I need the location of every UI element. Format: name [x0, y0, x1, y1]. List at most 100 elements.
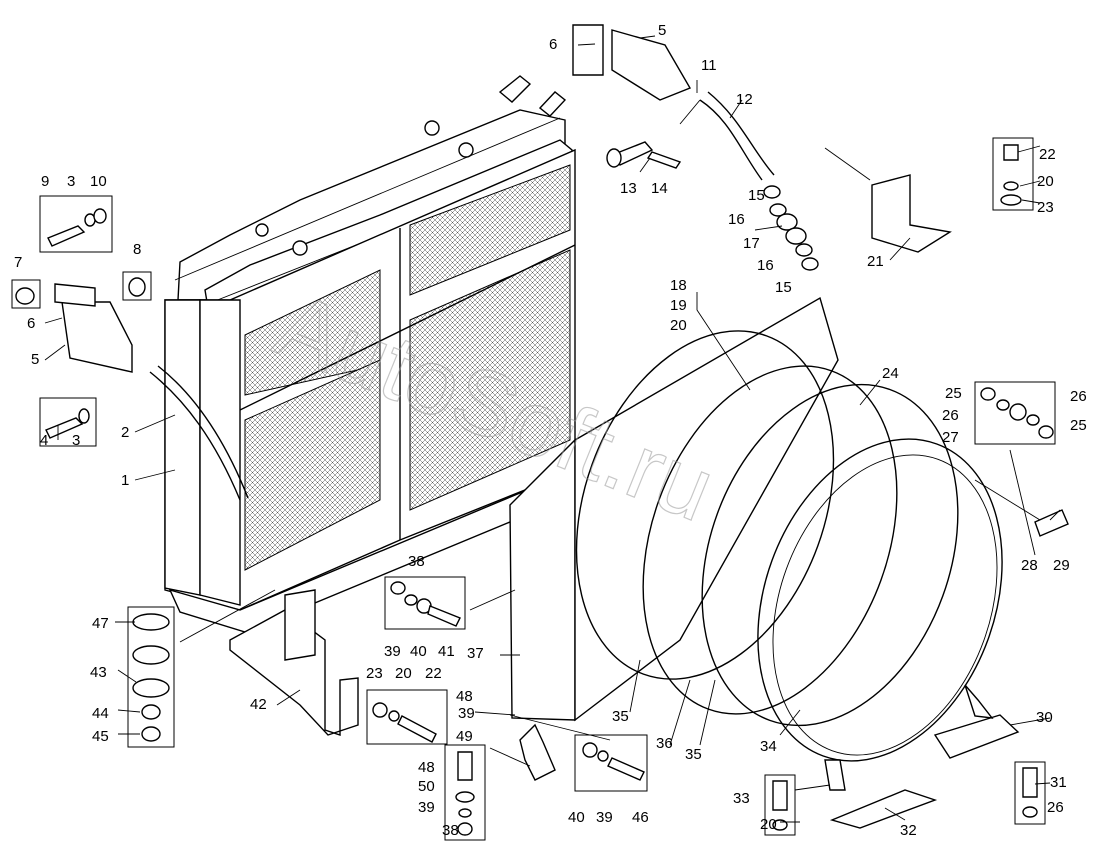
callout-label: 19: [670, 297, 687, 314]
callout-label: 39: [596, 809, 613, 826]
callout-label: 33: [733, 790, 750, 807]
callout-label: 44: [92, 705, 109, 722]
callout-label: 5: [31, 351, 39, 368]
callout-label: 16: [728, 211, 745, 228]
callout-label: 29: [1053, 557, 1070, 574]
callout-label: 4: [40, 432, 48, 449]
radiator-side-column: [199, 299, 241, 606]
radiator-hose: [149, 371, 241, 501]
callout-label: 5: [658, 22, 666, 39]
callout-label: 34: [760, 738, 777, 755]
callout-label: 49: [456, 728, 473, 745]
callout-label: 35: [685, 746, 702, 763]
fastener-box: [39, 195, 113, 253]
callout-label: 2: [121, 424, 129, 441]
callout-label: 6: [27, 315, 35, 332]
callout-label: 12: [736, 91, 753, 108]
callout-label: 39: [384, 643, 401, 660]
mount-plate-left: [54, 283, 96, 307]
callout-label: 10: [90, 173, 107, 190]
callout-label: 41: [438, 643, 455, 660]
callout-label: 38: [408, 553, 425, 570]
callout-label: 3: [72, 432, 80, 449]
callout-label: 20: [670, 317, 687, 334]
callout-label: 8: [133, 241, 141, 258]
support-plate: [933, 714, 1020, 759]
support-plate: [829, 789, 938, 829]
bracket-angle: [871, 174, 952, 253]
callout-label: 42: [250, 696, 267, 713]
radiator-core-upper-right: [409, 164, 571, 296]
radiator-core-lower-left: [244, 359, 381, 571]
callout-label: 20: [395, 665, 412, 682]
callout-label: 15: [775, 279, 792, 296]
callout-label: 22: [1039, 146, 1056, 163]
fastener-box: [992, 137, 1034, 211]
callout-labels: 1 2 3 3 4 5 5 6 6 7 8 9 10 11 12 13 14 1…: [14, 22, 1087, 839]
filler-cap: [424, 120, 440, 136]
support-bracket: [229, 609, 359, 736]
mount-bracket-top: [611, 29, 692, 101]
callout-label: 14: [651, 180, 668, 197]
rubber-pad: [132, 678, 170, 698]
callout-label: 26: [1070, 388, 1087, 405]
callout-label: 48: [456, 688, 473, 705]
callout-label: 43: [90, 664, 107, 681]
fastener-box: [764, 774, 796, 836]
filler-cap: [255, 223, 269, 237]
fastener-box: [39, 397, 97, 447]
callout-label: 13: [620, 180, 637, 197]
fastener-box: [444, 744, 486, 841]
cotter-pin: [646, 151, 682, 169]
callout-label: 37: [467, 645, 484, 662]
callout-label: 7: [14, 254, 22, 271]
callout-label: 23: [366, 665, 383, 682]
callout-label: 28: [1021, 557, 1038, 574]
bracket-small: [519, 723, 556, 781]
callout-label: 22: [425, 665, 442, 682]
pin-head: [606, 148, 622, 168]
callout-label: 24: [882, 365, 899, 382]
callout-label: 38: [442, 822, 459, 839]
callout-label: 30: [1036, 709, 1053, 726]
rubber-pad: [132, 613, 170, 631]
callout-label: 39: [458, 705, 475, 722]
mount-bracket-left: [61, 301, 133, 373]
callout-label: 21: [867, 253, 884, 270]
callout-label: 50: [418, 778, 435, 795]
callout-label: 40: [410, 643, 427, 660]
callout-label: 36: [656, 735, 673, 752]
radiator-assembly: [164, 75, 576, 633]
callout-label: 9: [41, 173, 49, 190]
filler-cap: [292, 240, 308, 256]
callout-label: 20: [1037, 173, 1054, 190]
callout-label: 32: [900, 822, 917, 839]
fan-shroud-body: [574, 296, 839, 722]
shroud-ring: [575, 330, 835, 680]
callout-label: 39: [418, 799, 435, 816]
rubber-pad: [132, 645, 170, 665]
shroud-ring: [701, 383, 959, 727]
inlet-pipe: [538, 91, 567, 117]
callout-label: 31: [1050, 774, 1067, 791]
callout-label: 11: [701, 57, 717, 74]
callout-label: 48: [418, 759, 435, 776]
callout-label: 23: [1037, 199, 1054, 216]
callout-label: 46: [632, 809, 649, 826]
upper-hose: [699, 99, 763, 181]
shroud-ring: [757, 438, 1003, 762]
callout-label: 6: [549, 36, 557, 53]
filler-cap: [458, 142, 474, 158]
fastener-box: [366, 689, 448, 745]
callout-label: 27: [942, 429, 959, 446]
callout-label: 45: [92, 728, 109, 745]
callout-label: 40: [568, 809, 585, 826]
leader-lines: [44, 35, 1061, 823]
fastener-box: [1014, 761, 1046, 825]
radiator-side-column: [164, 299, 201, 596]
hose-fittings: [763, 185, 819, 271]
clamp-plate: [1034, 509, 1069, 537]
callout-label: 47: [92, 615, 109, 632]
